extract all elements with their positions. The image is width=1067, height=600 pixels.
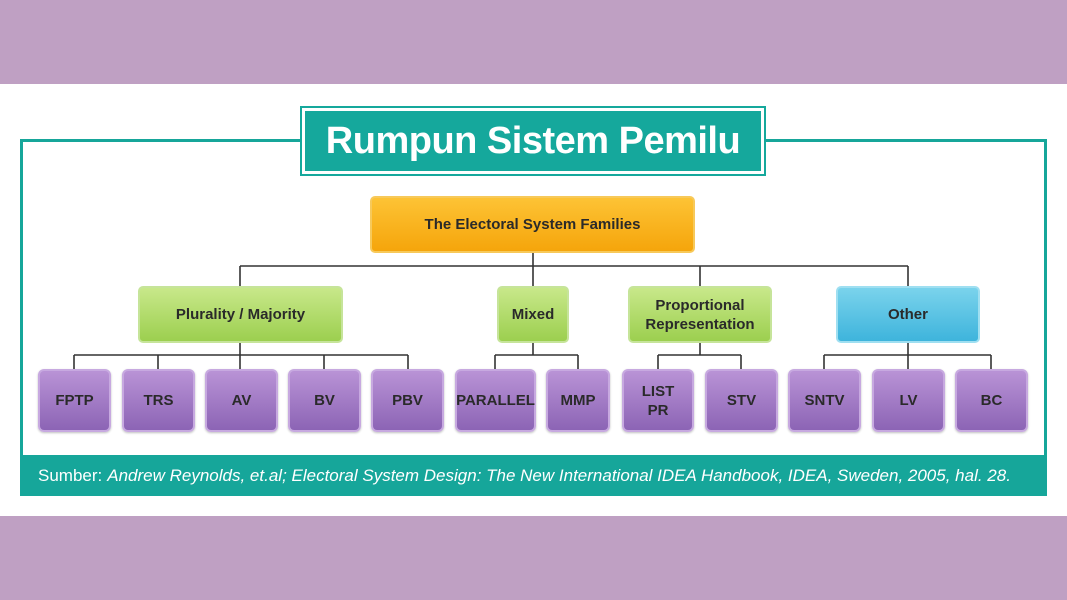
leaf-bc: BC (955, 369, 1028, 432)
leaf-fptp: FPTP (38, 369, 111, 432)
leaf-av: AV (205, 369, 278, 432)
leaf-trs: TRS (122, 369, 195, 432)
leaf-parallel: PARALLEL (455, 369, 536, 432)
family-plurality-majority: Plurality / Majority (138, 286, 343, 343)
leaf-mmp: MMP (546, 369, 610, 432)
leaf-stv: STV (705, 369, 778, 432)
family-mixed: Mixed (497, 286, 569, 343)
root-node: The Electoral System Families (370, 196, 695, 253)
source-footer: Sumber: Andrew Reynolds, et.al; Electora… (20, 455, 1047, 496)
leaf-list-pr: LIST PR (622, 369, 694, 432)
family-proportional-representation: Proportional Representation (628, 286, 772, 343)
leaf-pbv: PBV (371, 369, 444, 432)
leaf-sntv: SNTV (788, 369, 861, 432)
diagram-title: Rumpun Sistem Pemilu (300, 106, 766, 176)
leaf-bv: BV (288, 369, 361, 432)
source-citation: Andrew Reynolds, et.al; Electoral System… (107, 465, 1011, 485)
leaf-lv: LV (872, 369, 945, 432)
family-other: Other (836, 286, 980, 343)
source-prefix: Sumber: (38, 465, 103, 485)
